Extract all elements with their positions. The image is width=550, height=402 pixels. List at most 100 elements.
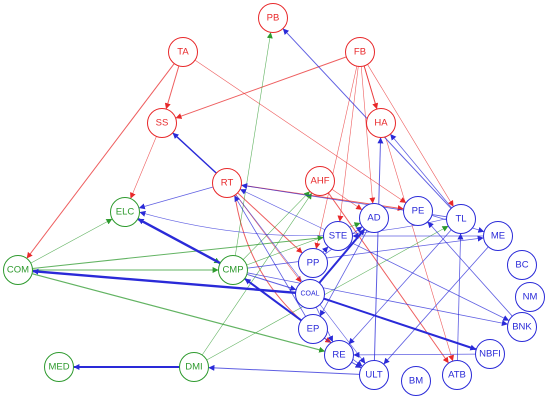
- node-ahf[interactable]: AHF: [305, 166, 335, 196]
- edge-fb-to-ad: [360, 66, 376, 204]
- node-circle: [442, 360, 472, 390]
- node-label: BM: [409, 376, 423, 387]
- node-circle: [3, 255, 33, 285]
- node-atb[interactable]: ATB: [442, 360, 472, 390]
- node-ult[interactable]: ULT: [359, 360, 389, 390]
- node-circle: [366, 108, 396, 138]
- node-com[interactable]: COM: [3, 255, 33, 285]
- edge-cmp-to-me: [247, 235, 484, 269]
- node-label: DMI: [185, 362, 202, 373]
- node-nbfi[interactable]: NBFI: [475, 339, 505, 369]
- node-bnk[interactable]: BNK: [507, 312, 537, 342]
- node-circle: [168, 37, 198, 67]
- node-ta[interactable]: TA: [168, 37, 198, 67]
- node-circle: [179, 352, 209, 382]
- edge-cmp-to-ahf: [242, 191, 310, 260]
- node-label: HA: [374, 118, 388, 129]
- edge-ult-to-ha: [373, 137, 384, 361]
- node-ep[interactable]: EP: [298, 314, 328, 344]
- node-ss[interactable]: SS: [147, 108, 177, 138]
- node-label: BNK: [512, 322, 532, 333]
- edge-rt-to-coal: [235, 194, 302, 283]
- node-ha[interactable]: HA: [366, 108, 396, 138]
- node-label: ATB: [448, 370, 466, 381]
- node-ad[interactable]: AD: [359, 203, 389, 233]
- node-bc[interactable]: BC: [507, 250, 537, 280]
- edge-coal-to-com: [32, 268, 296, 295]
- node-circle: [483, 221, 513, 251]
- node-label: COM: [7, 265, 29, 276]
- node-elc[interactable]: ELC: [110, 197, 140, 227]
- node-circle: [403, 196, 433, 226]
- node-label: NM: [523, 292, 538, 303]
- node-circle: [359, 203, 389, 233]
- node-label: PE: [412, 206, 425, 217]
- node-label: RE: [332, 350, 345, 361]
- node-bm[interactable]: BM: [401, 366, 431, 396]
- edge-com-to-re: [31, 273, 326, 353]
- node-label: NBFI: [479, 349, 501, 360]
- node-pb[interactable]: PB: [258, 3, 288, 33]
- node-circle: [295, 279, 325, 309]
- edge-tl-to-ha: [390, 134, 453, 209]
- edge-dmi-to-ahf: [201, 192, 312, 356]
- edge-cmp-to-elc: [137, 218, 221, 265]
- node-pe[interactable]: PE: [403, 196, 433, 226]
- node-circle: [475, 339, 505, 369]
- node-circle: [298, 314, 328, 344]
- node-rt[interactable]: RT: [212, 168, 242, 198]
- node-circle: [44, 352, 74, 382]
- node-med[interactable]: MED: [44, 352, 74, 382]
- edge-fb-to-tl: [367, 64, 454, 207]
- node-nm[interactable]: NM: [515, 282, 545, 312]
- node-label: AHF: [311, 176, 330, 187]
- edge-cmp-to-bnk: [247, 272, 508, 326]
- edge-fb-to-ste: [337, 66, 359, 222]
- node-circle: [305, 166, 335, 196]
- edge-rt-to-elc: [138, 186, 214, 210]
- node-tl[interactable]: TL: [446, 204, 476, 234]
- node-me[interactable]: ME: [483, 221, 513, 251]
- node-cmp[interactable]: CMP: [218, 255, 248, 285]
- edge-pp-to-ste: [321, 246, 329, 254]
- edge-re-to-ult: [351, 361, 362, 368]
- node-circle: [359, 360, 389, 390]
- edge-fb-to-ss: [175, 56, 347, 119]
- node-ste[interactable]: STE: [323, 221, 353, 251]
- node-pp[interactable]: PP: [298, 248, 328, 278]
- node-circle: [212, 168, 242, 198]
- node-circle: [446, 204, 476, 234]
- edge-coal-to-nbfi: [323, 297, 477, 351]
- node-dmi[interactable]: DMI: [179, 352, 209, 382]
- node-label: ELC: [116, 207, 135, 218]
- edges-layer: [26, 28, 513, 375]
- edge-ult-to-dmi: [208, 364, 360, 375]
- node-label: EP: [307, 324, 320, 335]
- edge-ad-to-ep: [319, 230, 368, 317]
- node-circle: [258, 3, 288, 33]
- node-label: CMP: [222, 265, 243, 276]
- edge-tl-to-re: [348, 229, 452, 345]
- edge-ste-to-bnk: [350, 242, 510, 321]
- node-coal[interactable]: COAL: [295, 279, 325, 309]
- edge-com-to-elc: [30, 218, 113, 264]
- edge-dmi-to-tl: [206, 225, 449, 361]
- edge-cmp-to-pb: [234, 32, 273, 256]
- edge-ahf-to-ad: [331, 188, 363, 210]
- node-fb[interactable]: FB: [345, 37, 375, 67]
- node-circle: [324, 340, 354, 370]
- node-label: ME: [491, 231, 505, 242]
- node-label: PP: [307, 258, 320, 269]
- edge-rt-to-ult: [235, 194, 366, 364]
- node-circle: [147, 108, 177, 138]
- node-re[interactable]: RE: [324, 340, 354, 370]
- edge-com-to-ste: [32, 235, 324, 269]
- node-label: ULT: [365, 370, 382, 381]
- edge-me-to-ult: [383, 246, 489, 365]
- edge-cmp-to-coal: [246, 273, 297, 291]
- node-circle: [515, 282, 545, 312]
- node-label: TL: [455, 214, 466, 225]
- edge-fb-to-pp: [314, 66, 358, 249]
- node-label: AD: [367, 213, 380, 224]
